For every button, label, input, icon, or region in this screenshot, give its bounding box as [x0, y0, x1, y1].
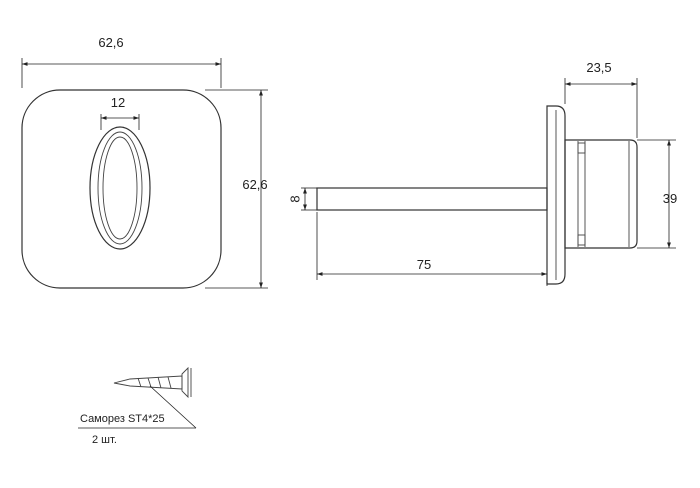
dim-body-depth-label: 23,5: [586, 60, 611, 75]
screw-leader: [149, 385, 197, 429]
screw-head: [181, 366, 189, 399]
cylinder-body: [564, 139, 638, 249]
front-view: 62,6 12 62,6: [21, 35, 268, 289]
screw-thread-1: [137, 377, 142, 388]
rosette-outline: [21, 89, 222, 289]
dim-slot-label: 12: [111, 95, 125, 110]
screw-quantity-label: 2 шт.: [92, 434, 117, 446]
dim-spindle-length-label: 75: [417, 257, 431, 272]
dim-width-label: 62,6: [98, 35, 123, 50]
dim-height-label: 62,6: [242, 177, 267, 192]
screw-thread-3: [157, 376, 162, 389]
cylinder-lip-top: [577, 142, 586, 154]
screw-icon: [113, 375, 183, 390]
screw-thread-2: [147, 377, 152, 388]
cylinder-lip-bottom: [577, 234, 586, 246]
screw-callout: Саморез ST4*25 2 шт.: [78, 366, 197, 446]
screw-name-label: Саморез ST4*25: [80, 413, 165, 425]
dim-body-height-label: 39: [663, 191, 677, 206]
dim-spindle-diameter-label: 8: [287, 195, 302, 202]
side-view: 8 75 23,5 39: [287, 60, 677, 286]
spindle: [316, 187, 548, 211]
slot-outer: [89, 126, 151, 250]
rosette-plate-side: [546, 105, 566, 285]
screw-thread-4: [167, 376, 172, 389]
slot-inner: [102, 136, 138, 240]
slot-middle: [97, 131, 143, 245]
